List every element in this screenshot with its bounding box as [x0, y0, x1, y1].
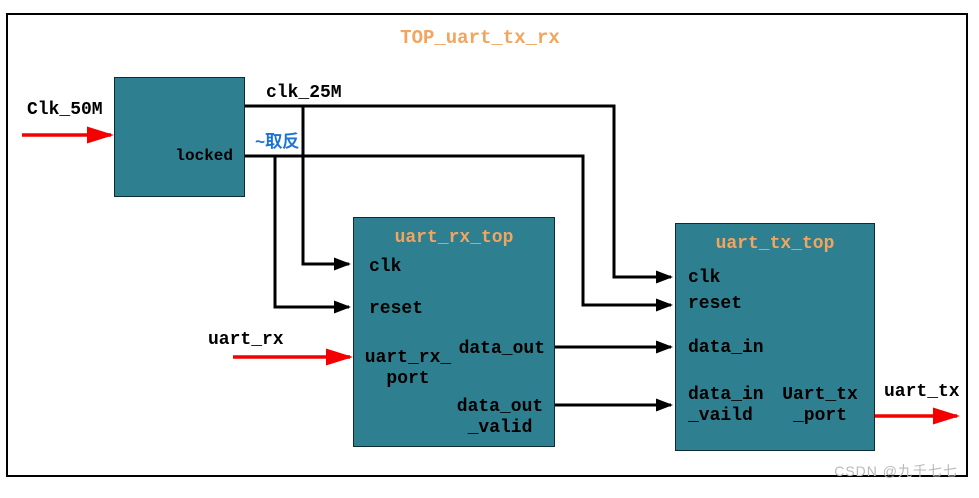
csdn-watermark: CSDN @九千七七 [834, 463, 958, 479]
rx-port-clk: clk [369, 257, 402, 277]
uart-rx-top-title: uart_rx_top [394, 228, 514, 248]
clk-25m-label: clk_25M [266, 83, 342, 103]
uart-rx-label: uart_rx [208, 330, 284, 350]
pll-block: locked [114, 77, 245, 197]
tx-port-uart-tx-port: Uart_tx _port [782, 385, 858, 426]
clk-50m-label: Clk_50M [27, 100, 103, 120]
rx-port-reset: reset [369, 299, 424, 319]
diagram-title: TOP_uart_tx_rx [400, 27, 560, 49]
tx-port-data-in-vaild: data_in _vaild [688, 385, 764, 426]
uart-rx-top-block: uart_rx_top clk reset uart_rx_ port data… [353, 217, 555, 447]
rx-port-uart-rx-port: uart_rx_ port [364, 348, 452, 389]
rx-port-data-out: data_out [458, 339, 545, 359]
uart-tx-label: uart_tx [884, 382, 960, 402]
diagram-border [6, 13, 968, 477]
tx-port-data-in: data_in [688, 338, 764, 358]
pll-port-locked: locked [175, 147, 233, 165]
uart-tx-top-block: uart_tx_top clk reset data_in data_in _v… [675, 223, 875, 451]
uart-tx-top-title: uart_tx_top [715, 234, 835, 254]
tx-port-reset: reset [688, 294, 743, 314]
rx-port-data-out-valid: data_out _valid [456, 397, 544, 438]
invert-note-label: ~取反 [255, 134, 300, 153]
tx-port-clk: clk [688, 268, 721, 288]
